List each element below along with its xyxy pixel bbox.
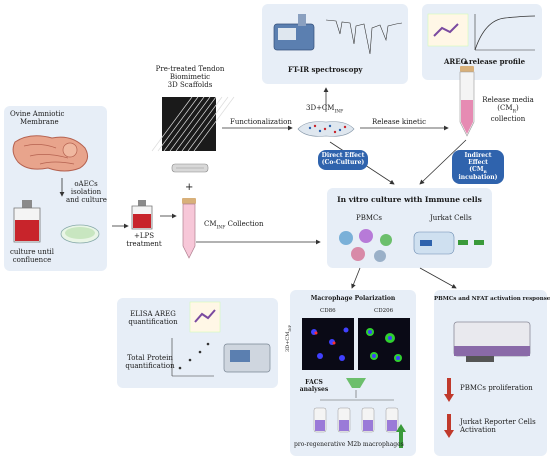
indirect-effect-line3: incubation) (458, 173, 498, 181)
facs-label-line2: analyses (299, 385, 329, 393)
protein-label-line2: quantification (125, 362, 175, 371)
cm-inf-tube-icon (182, 198, 196, 259)
isolation-label-line1: oAECs (74, 180, 98, 188)
luminometer-icon (453, 321, 531, 362)
areg-profile-chart (474, 14, 536, 51)
indirect-effect-line2: (CMR (454, 165, 502, 175)
cd206-label: CD206 (374, 308, 394, 314)
indirect-effect-line1: Indirect Effect (464, 152, 492, 166)
release-media-line1: Release media (482, 96, 534, 104)
facs-label: FACS analyses (294, 379, 334, 394)
release-media-line3: collection (490, 114, 526, 123)
jurkat-activation-line2: Activation (460, 426, 496, 435)
jurkat-activation-line1: Jurkat Reporter Cells (460, 418, 536, 426)
pbmcs-label: PBMCs (356, 214, 382, 222)
cm-collection-label: CMINF Collection (204, 220, 264, 231)
tendon-scaffold-image (151, 96, 235, 152)
up-arrow-icon (396, 424, 406, 448)
lps-flask-icon (131, 200, 153, 230)
jurkat-cells-illustration (413, 231, 484, 255)
release-media-tube-icon (459, 66, 475, 137)
nfat-title: PBMCs and NFAT activation responses (434, 296, 550, 302)
release-media-line2-prefix: (CM (497, 104, 513, 113)
jurkat-activation-label: Jurkat Reporter Cells Activation (460, 418, 536, 434)
down-arrow-jurkat-icon (444, 414, 454, 438)
scaffold-label-line1: Pre-treated Tendon (155, 65, 225, 73)
areg-profile-label: AREG release profile (444, 57, 526, 66)
plate-reader-icon (223, 343, 271, 373)
release-kinetic-label: Release kinetic (372, 118, 427, 126)
protein-label-line1: Total Protein (127, 354, 173, 362)
ftir-instrument-icon (273, 14, 315, 51)
scaffold-label-line2: Biomimetic (169, 73, 211, 82)
ftir-label: FT-IR spectroscopy (288, 65, 363, 74)
isolation-label: oAECs isolation and culture (66, 180, 107, 205)
facs-tubes-illustration (313, 378, 399, 433)
release-media-line2: (CMR) (478, 104, 538, 115)
ftir-spectrum-chart (325, 19, 403, 55)
isolation-label-line2: isolation (70, 188, 102, 197)
scaffold-3d-prefix: 3D+CM (306, 104, 335, 112)
culture-label-line1: culture until (9, 248, 54, 256)
isolation-label-line3: and culture (66, 196, 107, 205)
macrophage-row-sub: INF (288, 324, 292, 332)
culture-flask-icon (13, 200, 41, 243)
direct-effect-line1: Direct Effect (321, 152, 365, 159)
scaffold-3d-sub: INF (334, 109, 344, 115)
areg-molecule-icon (427, 13, 469, 47)
macrophage-row-label: 3D+CMINF (285, 324, 292, 352)
scaffold-plus: + (185, 182, 194, 193)
jurkat-label: Jurkat Cells (430, 214, 472, 222)
scaffold-label: Pre-treated Tendon Biomimetic 3D Scaffol… (150, 65, 230, 89)
lps-label: +LPS treatment (124, 232, 164, 248)
lps-label-line2: treatment (126, 240, 162, 249)
amniotic-membrane-illustration (12, 135, 89, 172)
nfat-panel (434, 290, 547, 456)
indirect-effect-badge: Indirect Effect (CMR incubation) (452, 150, 504, 185)
immune-cells-illustration (339, 229, 392, 262)
scaffold-label-line3: 3D Scaffolds (167, 81, 213, 90)
release-media-label: Release media (CMR) collection (478, 96, 538, 123)
down-arrow-prolif-icon (444, 378, 454, 402)
macrophage-row-prefix: 3D+CM (285, 331, 291, 352)
release-media-line2-suffix: ) (515, 104, 519, 113)
functionalization-label: Functionalization (230, 118, 292, 126)
elisa-plot-icon (171, 338, 214, 377)
areg-elisa-icon (189, 301, 221, 333)
cm-collection-suffix: Collection (225, 220, 264, 228)
functionalized-scaffold-icon (297, 121, 355, 137)
scaffold-tube-icon (171, 163, 209, 173)
direct-effect-badge: Direct Effect (Co-Culture) (318, 150, 368, 170)
confocal-images (302, 318, 410, 370)
petri-dish-icon (60, 224, 100, 244)
lps-label-line1: +LPS (133, 232, 155, 240)
amniotic-title-line1: Ovine Amniotic (10, 110, 65, 118)
macrophage-title: Macrophage Polarization (310, 295, 396, 302)
release-media-line2-sub: R (512, 109, 516, 115)
amniotic-panel (4, 106, 107, 271)
cm-collection-sub: INF (216, 225, 226, 231)
direct-effect-line2: (Co-Culture) (321, 158, 365, 166)
culture-label-line2: confluence (12, 256, 52, 265)
elisa-label-line2: quantification (128, 318, 178, 327)
cm-collection-prefix: CM (204, 220, 217, 228)
prolif-label: PBMCs proliferation (460, 384, 533, 392)
indirect-effect-line2-sub: R (483, 168, 487, 174)
facs-label-line1: FACS (305, 379, 323, 386)
elisa-label-line1: ELISA AREG (130, 310, 176, 318)
scaffold-3d-label: 3D+CMINF (306, 104, 343, 115)
elisa-label: ELISA AREG quantification (122, 310, 184, 326)
protein-label: Total Protein quantification (120, 354, 180, 370)
cd86-label: CD86 (320, 308, 336, 314)
amniotic-title: Ovine Amniotic Membrane (10, 110, 64, 126)
m2b-label: pro-regenerative M2b macrophages (294, 441, 404, 448)
amniotic-title-line2: Membrane (20, 118, 59, 127)
immune-title: In vitro culture with Immune cells (337, 195, 482, 204)
culture-label: culture until confluence (6, 248, 58, 264)
indirect-effect-line2-prefix: (CM (469, 165, 484, 173)
